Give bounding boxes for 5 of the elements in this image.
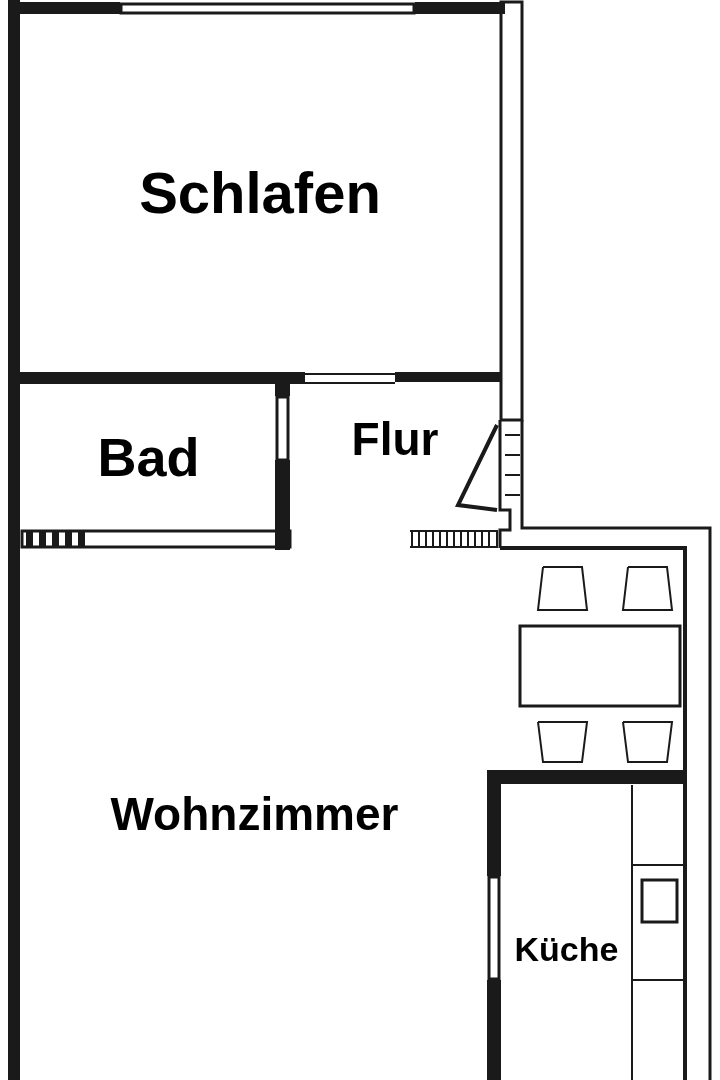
room-label: Flur bbox=[351, 416, 439, 462]
room-label: Küche bbox=[514, 932, 619, 966]
room-label: Wohnzimmer bbox=[110, 791, 399, 837]
room-label: Bad bbox=[97, 430, 200, 484]
room-label: Schlafen bbox=[139, 164, 381, 222]
